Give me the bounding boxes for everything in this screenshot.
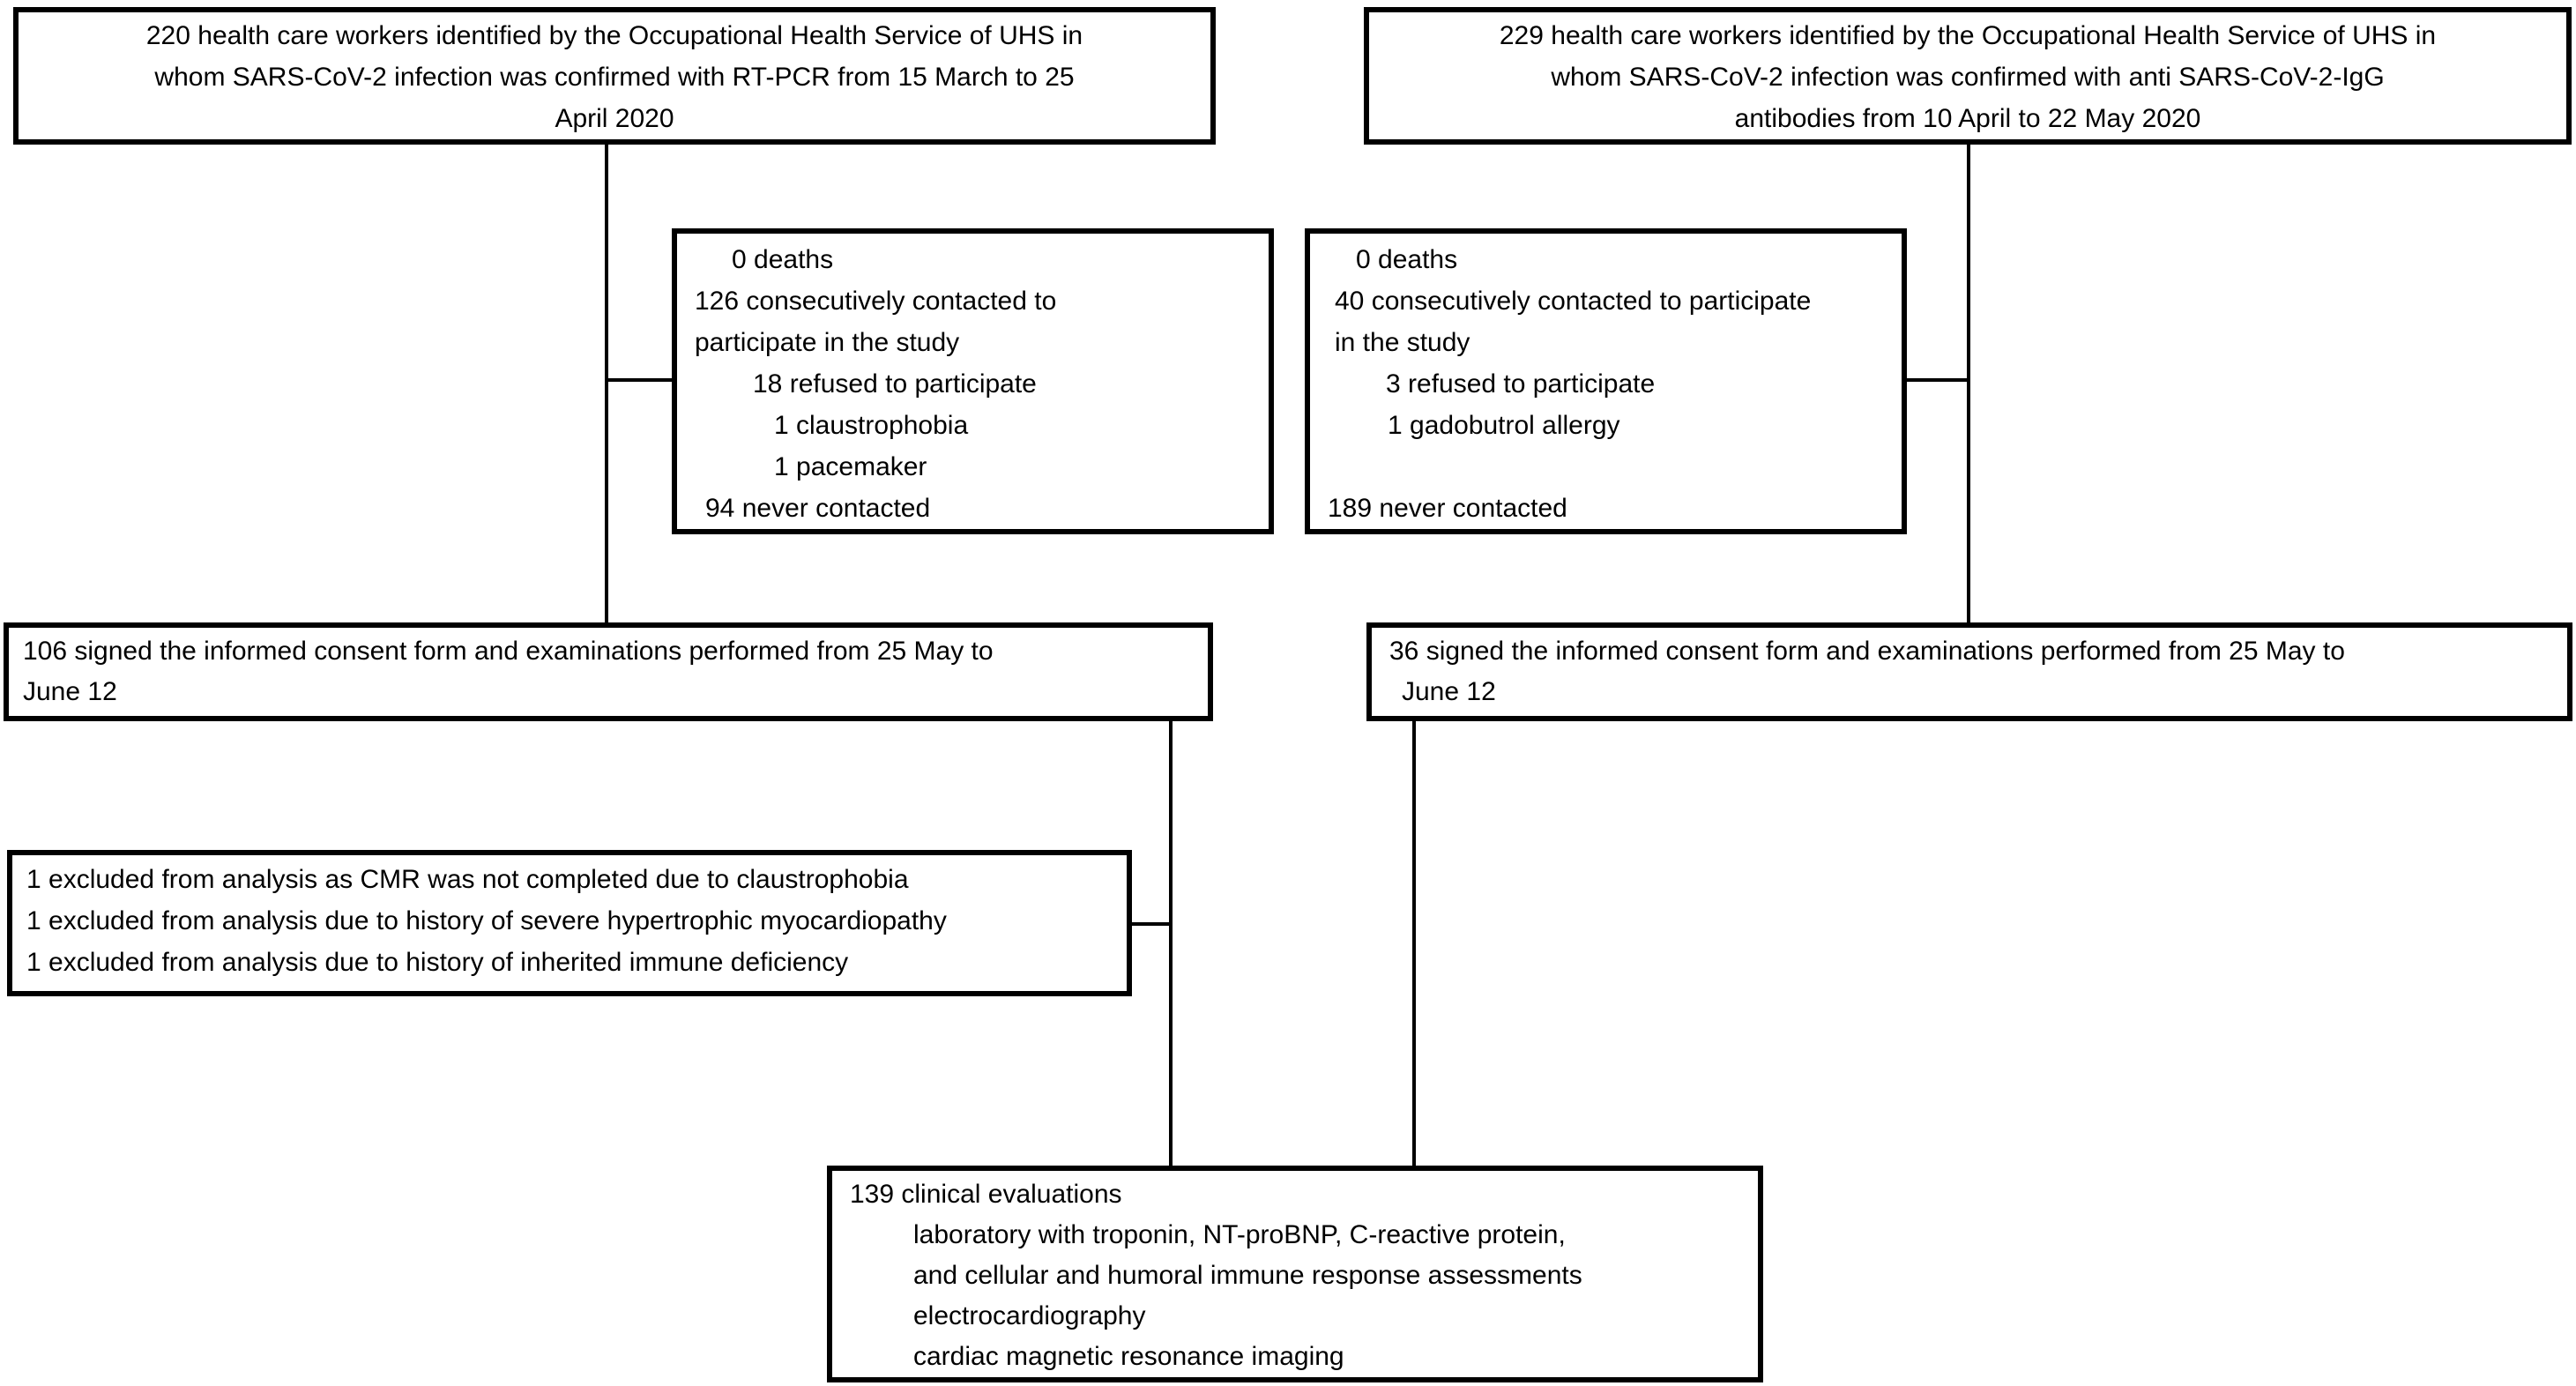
contact-detail-right-line: 0 deaths: [1356, 245, 1458, 274]
excluded-box: 1 excluded from analysis as CMR was not …: [7, 850, 1132, 996]
connector-rtpcr-to-consent-left: [605, 143, 608, 624]
contact-detail-left-line: 0 deaths: [732, 245, 834, 274]
contact-detail-left-line: 1 claustrophobia: [774, 411, 969, 440]
connector-consent-right-to-final: [1412, 719, 1416, 1167]
contact-detail-right-line: in the study: [1335, 328, 1470, 357]
consent-left-line: June 12: [23, 677, 117, 706]
excluded-line: 1 excluded from analysis due to history …: [26, 948, 849, 977]
excluded-line: 1 excluded from analysis as CMR was not …: [26, 865, 909, 894]
final-evaluations-line: electrocardiography: [913, 1301, 1146, 1330]
final-evaluations-line: 139 clinical evaluations: [850, 1180, 1122, 1209]
excluded-line: 1 excluded from analysis due to history …: [26, 906, 947, 935]
contact-detail-left-line: 18 refused to participate: [753, 369, 1037, 399]
rtpcr-cohort-line: 220 health care workers identified by th…: [145, 21, 1083, 50]
rtpcr-cohort-line: whom SARS-CoV-2 infection was confirmed …: [154, 63, 1075, 92]
contact-detail-left-line: 1 pacemaker: [774, 452, 927, 481]
igg-cohort-box: 229 health care workers identified by th…: [1364, 7, 2572, 145]
contact-detail-left-line: participate in the study: [695, 328, 960, 357]
consent-right-line: June 12: [1402, 677, 1496, 706]
contact-detail-right-line: 1 gadobutrol allergy: [1388, 411, 1620, 440]
contact-detail-left-box: 0 deaths 126 consecutively contacted to …: [672, 228, 1274, 534]
contact-detail-right-line: 189 never contacted: [1328, 494, 1567, 523]
connector-igg-to-consent-right: [1967, 143, 1970, 624]
final-evaluations-line: laboratory with troponin, NT-proBNP, C-r…: [913, 1220, 1566, 1249]
contact-detail-right-box: 0 deaths 40 consecutively contacted to p…: [1305, 228, 1907, 534]
rtpcr-cohort-line: April 2020: [555, 104, 674, 133]
contact-detail-left-line: 126 consecutively contacted to: [695, 287, 1057, 316]
final-evaluations-line: and cellular and humoral immune response…: [913, 1261, 1582, 1290]
igg-cohort-line: 229 health care workers identified by th…: [1499, 21, 2437, 50]
connector-stub-contact-right: [1902, 378, 1970, 382]
consent-right-box: 36 signed the informed consent form and …: [1366, 622, 2572, 721]
contact-detail-right-line: 3 refused to participate: [1386, 369, 1656, 399]
consent-left-line: 106 signed the informed consent form and…: [23, 637, 994, 666]
consent-right-line: 36 signed the informed consent form and …: [1389, 637, 2345, 666]
final-evaluations-line: cardiac magnetic resonance imaging: [913, 1342, 1344, 1371]
contact-detail-right-line: 40 consecutively contacted to participat…: [1335, 287, 1812, 316]
final-evaluations-box: 139 clinical evaluations laboratory with…: [827, 1166, 1763, 1382]
igg-cohort-line: antibodies from 10 April to 22 May 2020: [1734, 104, 2201, 133]
contact-detail-left-line: 94 never contacted: [705, 494, 931, 523]
rtpcr-cohort-box: 220 health care workers identified by th…: [13, 7, 1216, 145]
connector-stub-excluded: [1128, 922, 1173, 926]
igg-cohort-line: whom SARS-CoV-2 infection was confirmed …: [1551, 63, 2385, 92]
connector-stub-contact-left: [605, 378, 675, 382]
consent-left-box: 106 signed the informed consent form and…: [4, 622, 1213, 721]
connector-consent-left-to-final: [1169, 719, 1173, 1167]
